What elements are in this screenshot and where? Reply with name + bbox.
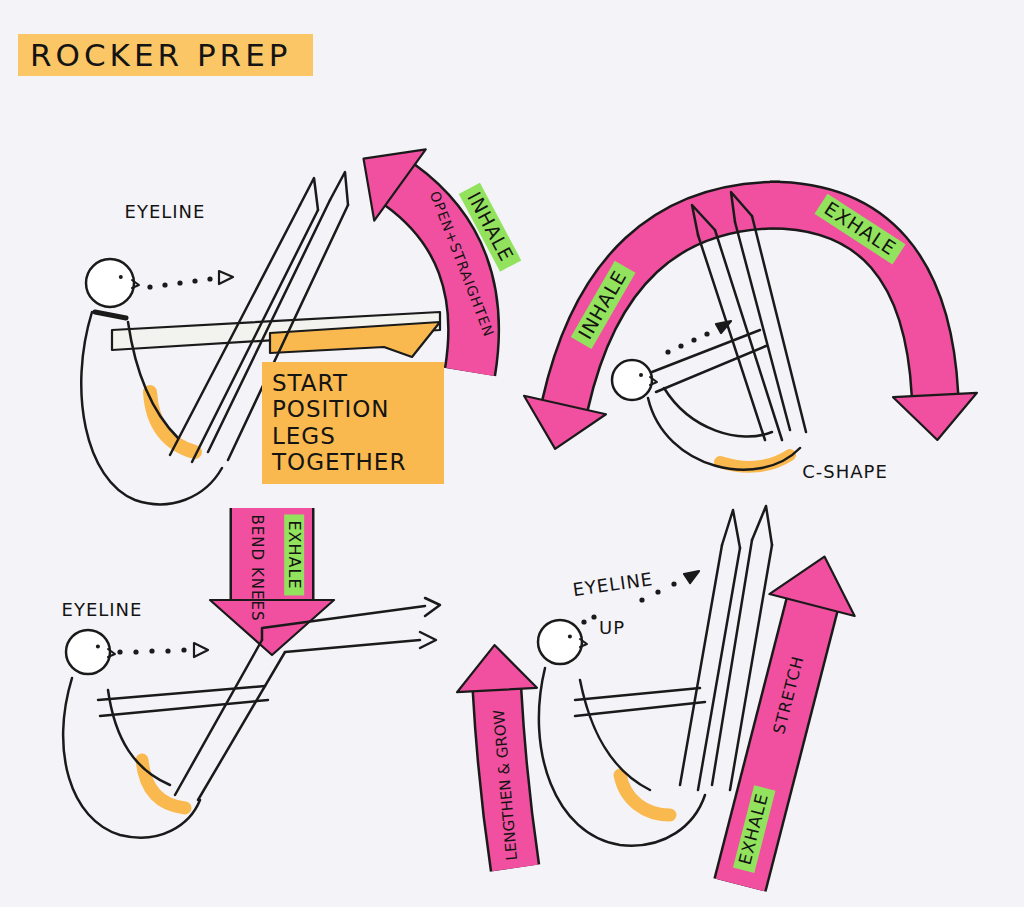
figure-eye — [119, 275, 123, 279]
eyeline-dot — [207, 276, 212, 281]
figure-eye — [96, 645, 100, 649]
arm-line — [100, 700, 268, 716]
eyeline-dot — [147, 284, 152, 289]
arm-line — [575, 702, 705, 716]
title: ROCKER PREP — [18, 34, 313, 76]
shape-label: C-SHAPE — [802, 462, 888, 483]
leg-line — [752, 216, 806, 432]
eyeline-label: UP — [599, 618, 625, 639]
figure-nose — [580, 639, 587, 647]
figure-nose — [108, 649, 115, 657]
arm-line — [656, 346, 766, 392]
figure-head — [66, 630, 110, 674]
eyeline-dot — [691, 337, 696, 342]
shin-line — [285, 640, 420, 652]
eyeline-dot — [133, 649, 138, 654]
leg-line — [680, 545, 722, 785]
foot-point — [425, 598, 440, 616]
eyeline-arrowhead — [194, 643, 208, 657]
eyeline-dot — [177, 280, 182, 285]
thigh-line — [175, 640, 262, 795]
arrow-head — [769, 557, 854, 616]
arrow-head — [364, 149, 426, 220]
figure-nose — [132, 280, 139, 288]
eyeline-dot — [665, 349, 670, 354]
figure-head — [612, 360, 652, 400]
leg-line — [730, 545, 772, 790]
arrow-head — [893, 393, 977, 440]
eyeline-dot — [655, 589, 660, 594]
collar — [95, 312, 126, 318]
body-outline — [63, 678, 200, 838]
eyeline-arrowhead — [219, 271, 233, 284]
leg-line — [712, 540, 752, 785]
eyeline-dot — [704, 331, 709, 336]
arrow-band — [565, 205, 780, 405]
figure-eye — [568, 635, 572, 639]
eyeline-dot — [149, 648, 154, 653]
eyeline-dot — [117, 649, 122, 654]
movement-cue: BEND KNEES — [247, 515, 264, 622]
leg-line — [698, 235, 765, 440]
shin-line — [262, 606, 425, 640]
eyeline-arrowhead — [684, 571, 699, 583]
eyeline-dot — [162, 282, 167, 287]
figure-head — [86, 259, 134, 307]
figure-eye — [639, 373, 643, 377]
eyeline-label: EYELINE — [62, 600, 143, 621]
back-highlight — [620, 775, 670, 815]
eyeline-dot — [591, 614, 596, 619]
eyeline-dot — [581, 619, 586, 624]
foot-point — [330, 172, 348, 205]
foot-point — [300, 178, 318, 210]
foot-point — [722, 510, 740, 548]
body-inner — [108, 690, 170, 785]
box-text: START POSITION LEGS TOGETHER — [272, 370, 434, 476]
eyeline-label: EYELINE — [125, 202, 206, 223]
foot-point — [752, 506, 772, 545]
eyeline-dot — [678, 343, 683, 348]
body-outline — [539, 668, 705, 846]
back-highlight — [142, 760, 185, 808]
arm-line — [652, 330, 760, 372]
arrow-outline — [565, 205, 780, 405]
arrow-head — [524, 396, 606, 449]
arrow-head — [457, 645, 537, 692]
start-position-box: START POSITION LEGS TOGETHER — [262, 362, 444, 484]
foot-point — [692, 205, 715, 235]
eyeline-dot — [671, 581, 676, 586]
figure-nose — [650, 377, 657, 385]
arm-line — [575, 688, 700, 700]
eyeline-label: EYELINE — [571, 569, 654, 601]
arm-line — [98, 686, 265, 700]
eyeline-dot — [181, 647, 186, 652]
body-inner — [128, 322, 178, 438]
back-highlight — [720, 455, 790, 467]
arrow-outline — [230, 508, 315, 600]
body-outline — [81, 312, 222, 504]
foot-point — [420, 632, 436, 648]
breath-cue: EXHALE — [284, 514, 304, 595]
eyeline-arrowhead — [716, 321, 731, 333]
eyeline-dot — [165, 648, 170, 653]
thigh-line — [198, 652, 285, 800]
arm-highlight — [270, 322, 440, 357]
eyeline-dot — [192, 278, 197, 283]
foot-point — [731, 192, 752, 222]
eyeline-dot — [639, 597, 644, 602]
leg-line — [698, 548, 740, 790]
arrow-band — [232, 508, 312, 600]
figure-head — [538, 620, 582, 664]
